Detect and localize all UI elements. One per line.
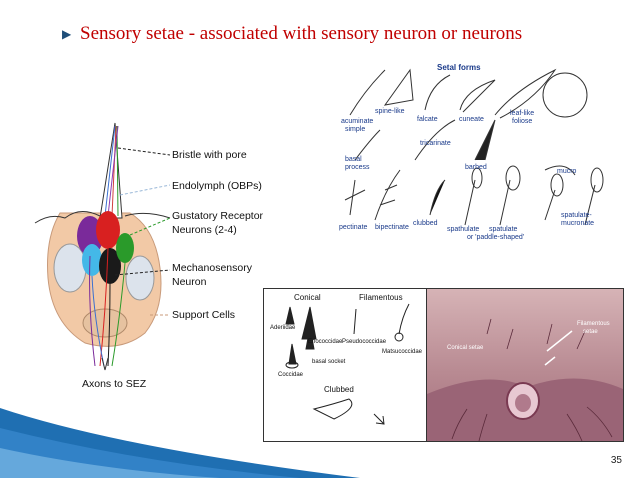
- label-paddle-shaped: or 'paddle-shaped': [467, 234, 525, 241]
- label-endolymph: Endolymph (OBPs): [172, 180, 262, 192]
- label-simple: simple: [345, 126, 366, 133]
- label-axons: Axons to SEZ: [82, 378, 147, 390]
- decorative-band: [0, 408, 360, 478]
- label-filamentous: Filamentous: [359, 293, 403, 302]
- label-eriococcidae: Eriococcidae: [308, 339, 343, 345]
- label-gustatory-1: Gustatory Receptor: [172, 210, 264, 222]
- label-spine-like: spine-like: [375, 108, 405, 115]
- photo-label-filamentous-1: Filamentous: [577, 321, 610, 327]
- label-falcate: falcate: [417, 116, 438, 123]
- label-basal-socket: basal socket: [312, 359, 346, 365]
- label-clubbed: clubbed: [413, 220, 438, 227]
- label-support: Support Cells: [172, 309, 236, 321]
- label-pectinate: pectinate: [339, 224, 368, 231]
- label-basal: basal: [345, 156, 362, 163]
- label-leaf-like: leaf-like: [510, 110, 535, 117]
- page-number: 35: [610, 455, 622, 466]
- label-mechano-1: Mechanosensory: [172, 262, 252, 274]
- label-barbed: barbed: [465, 164, 487, 171]
- label-clubbed-panel: Clubbed: [324, 385, 354, 394]
- conical-drawing: [285, 303, 410, 425]
- label-spatulate-mucronate-1: spatulate-: [561, 212, 592, 219]
- bullet-arrow-icon: ▶: [62, 27, 72, 41]
- label-foliose: foliose: [512, 118, 533, 125]
- label-tricarinate: tricarinate: [420, 140, 451, 147]
- micrograph-photo: Filamentous setae Conical setae: [426, 288, 624, 442]
- label-bipectinate: bipectinate: [375, 224, 409, 231]
- setal-forms-drawing: [344, 68, 604, 226]
- label-process: process: [345, 164, 370, 171]
- label-pseudococcidae: Pseudococcidae: [342, 339, 387, 345]
- label-bristle: Bristle with pore: [172, 149, 247, 161]
- label-spathulate: spathulate: [447, 226, 480, 233]
- label-gustatory-2: Neurons (2-4): [172, 224, 237, 236]
- setal-forms-panel: Setal forms acuminate simple spine-like …: [335, 60, 620, 270]
- photo-label-filamentous-2: setae: [583, 329, 598, 335]
- neuron-diagram: [34, 122, 171, 371]
- slide-title: Sensory setae - associated with sensory …: [80, 23, 523, 44]
- micrograph-texture: [427, 318, 623, 441]
- label-mechano-2: Neuron: [172, 276, 207, 288]
- conical-panel: Conical Filamentous Aderiidae Eriococcid…: [263, 288, 427, 442]
- label-conical: Conical: [294, 293, 321, 302]
- label-aderiidae: Aderiidae: [270, 325, 296, 331]
- label-spatulate: spatulate: [489, 226, 518, 233]
- photo-label-conical: Conical setae: [447, 345, 484, 351]
- label-mucro: mucro: [557, 168, 577, 175]
- label-acuminate: acuminate: [341, 118, 374, 125]
- label-coccidae: Coccidae: [278, 372, 304, 378]
- label-cuneate: cuneate: [459, 116, 484, 123]
- title-row: ▶ Sensory setae - associated with sensor…: [62, 20, 622, 48]
- setal-forms-title: Setal forms: [437, 63, 481, 72]
- label-matsucoccidae: Matsucoccidae: [382, 349, 423, 355]
- label-spatulate-mucronate-2: mucronate: [561, 220, 595, 227]
